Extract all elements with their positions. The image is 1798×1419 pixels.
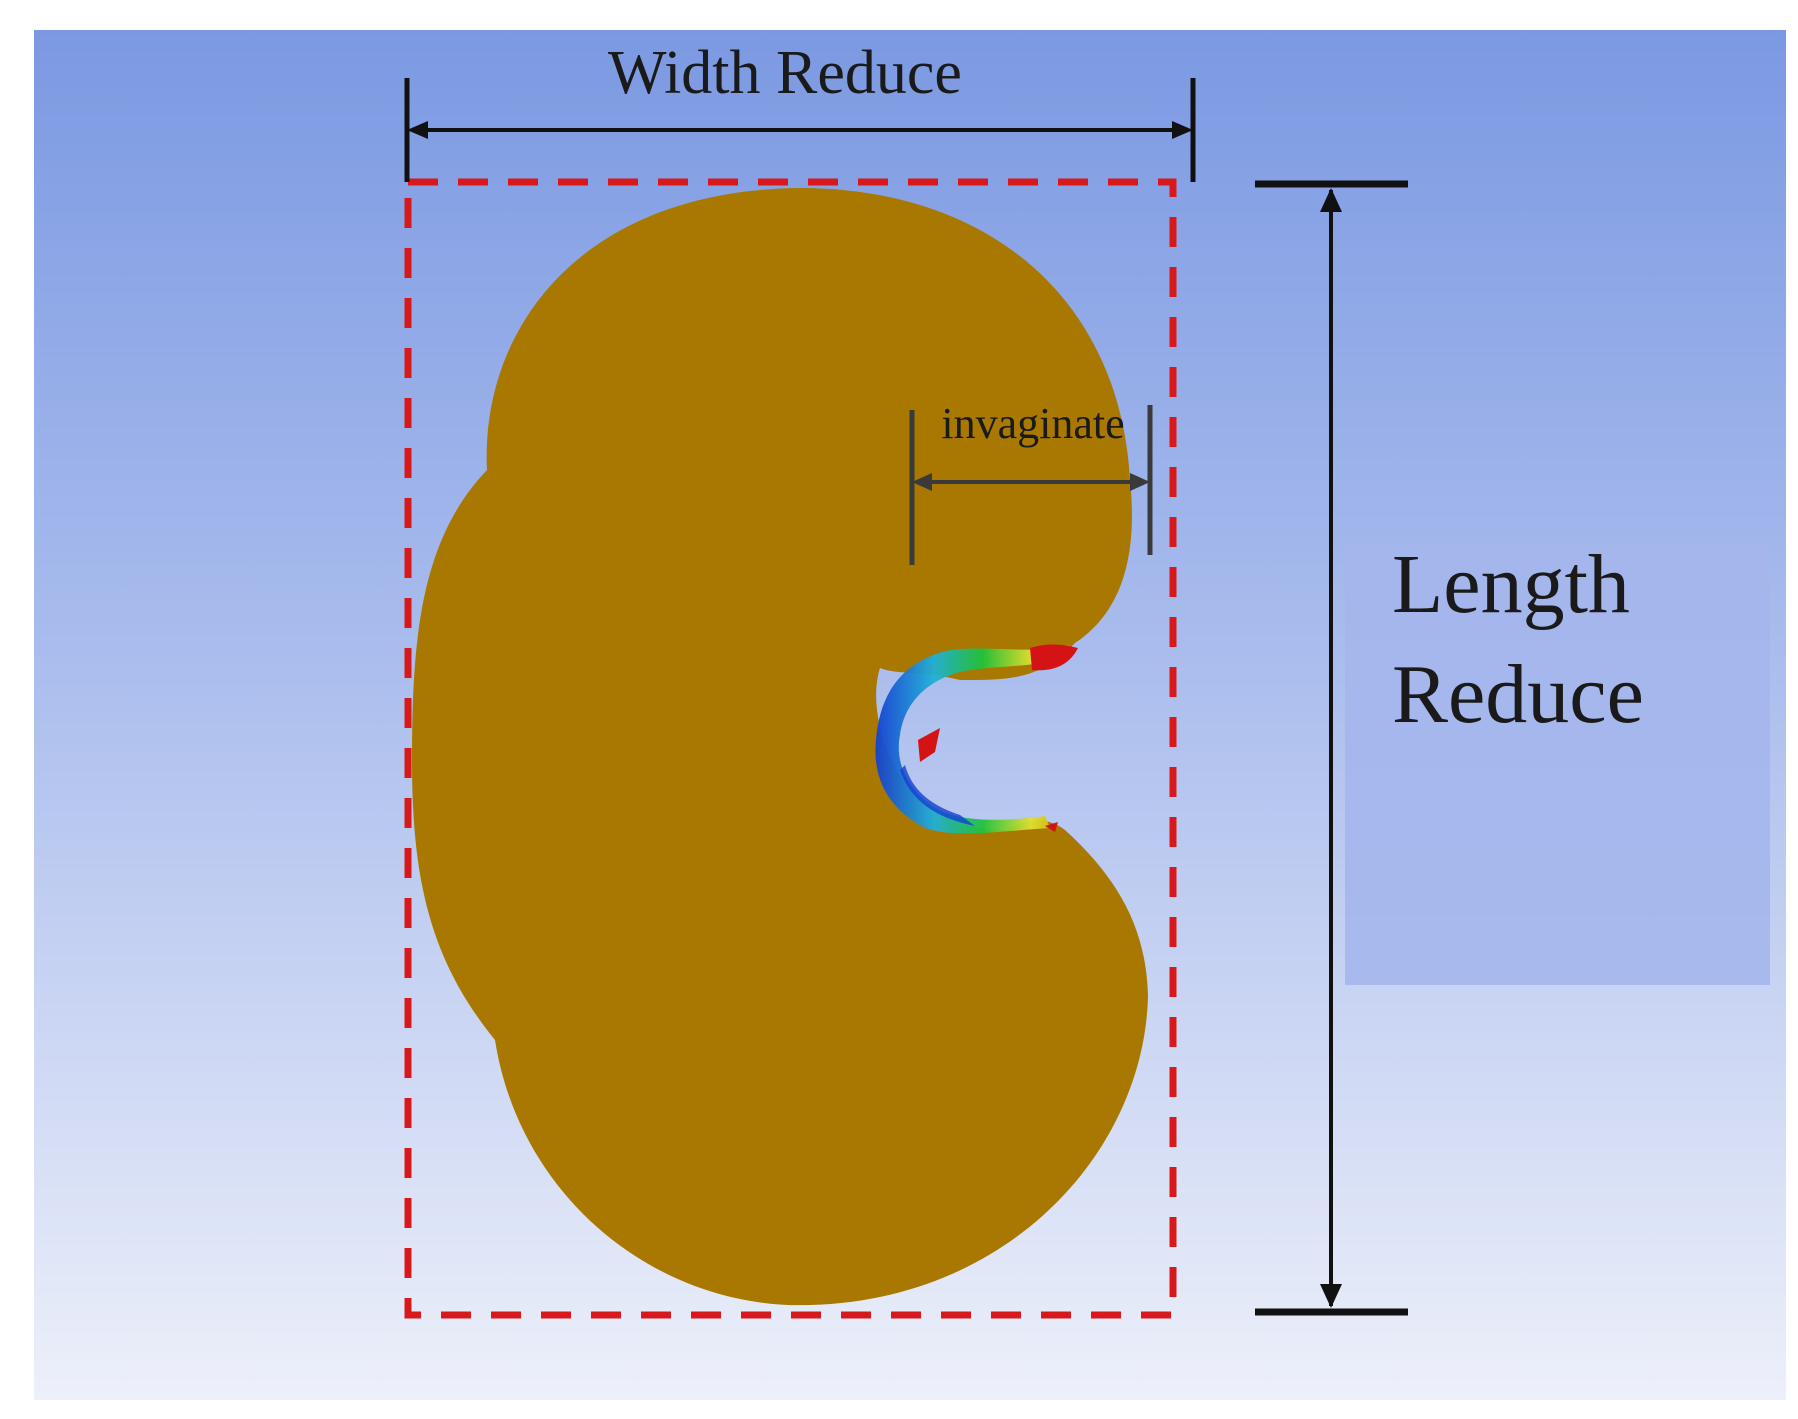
width-reduce-label: Width Reduce — [608, 39, 962, 107]
kidney-body — [412, 188, 1148, 1306]
length-dimension — [1255, 180, 1408, 1316]
bounding-box — [404, 178, 1177, 1319]
width-dimension — [404, 78, 1196, 182]
stress-cyan-band — [900, 765, 975, 826]
stress-hotspot-top — [1030, 644, 1078, 671]
stress-hotspot-mid — [918, 728, 940, 762]
invaginate-label: invaginate — [941, 399, 1124, 448]
length-reduce-label-line1: Length — [1392, 538, 1630, 631]
stress-hotspot-bottom — [1045, 822, 1058, 832]
label-panel — [1345, 545, 1770, 985]
length-reduce-label-line2: Reduce — [1392, 648, 1644, 741]
invaginate-dimension — [909, 405, 1153, 565]
